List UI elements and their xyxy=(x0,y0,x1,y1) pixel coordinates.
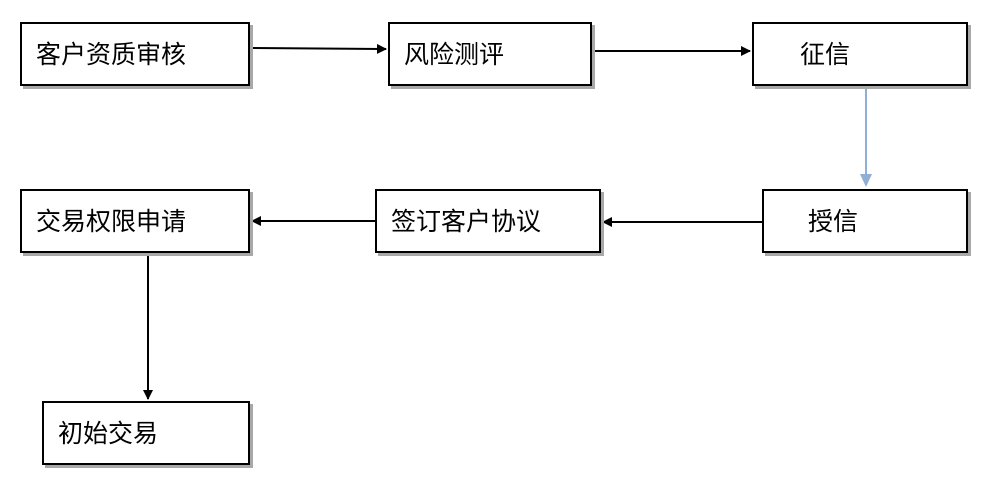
arrowhead-credit-grant xyxy=(860,174,872,187)
node-initial-trade: 初始交易 xyxy=(42,401,250,465)
node-credit-check: 征信 xyxy=(752,22,968,86)
node-trading-permission-label: 交易权限申请 xyxy=(36,206,187,236)
node-customer-qualification: 客户资质审核 xyxy=(20,22,250,86)
node-credit-check-label: 征信 xyxy=(800,39,851,69)
node-customer-agreement-label: 签订客户协议 xyxy=(391,206,542,236)
node-trading-permission: 交易权限申请 xyxy=(20,189,250,253)
node-customer-agreement: 签订客户协议 xyxy=(375,189,601,253)
node-risk-assessment-label: 风险测评 xyxy=(404,39,505,69)
arrow-qualification-to-risk xyxy=(249,43,387,54)
node-risk-assessment: 风险测评 xyxy=(388,22,592,86)
node-credit-grant: 授信 xyxy=(762,189,968,253)
node-initial-trade-label: 初始交易 xyxy=(58,418,159,448)
node-customer-qualification-label: 客户资质审核 xyxy=(36,39,187,69)
node-credit-grant-label: 授信 xyxy=(808,206,859,236)
